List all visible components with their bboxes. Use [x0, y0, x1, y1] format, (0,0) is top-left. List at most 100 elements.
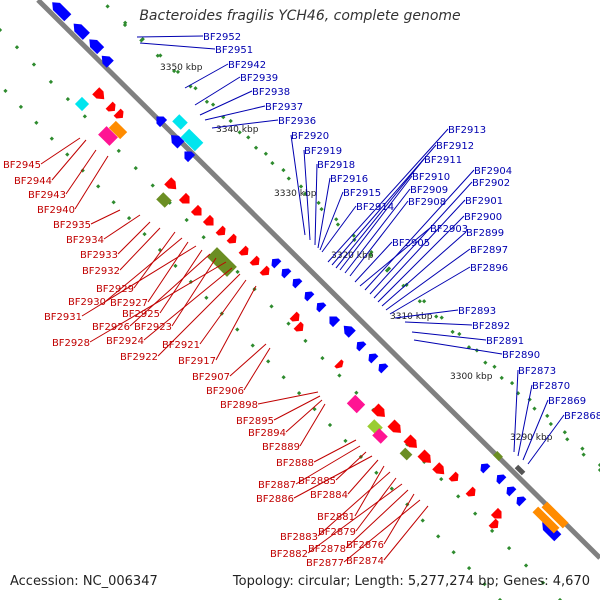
minus-strand-gene — [304, 291, 315, 302]
gc-dot-inner-minus — [450, 329, 455, 335]
gc-dot-outer-minus — [457, 331, 462, 337]
gc-dot-inner-plus — [281, 375, 286, 380]
accession-text: Accession: NC_006347 — [10, 574, 158, 589]
gc-dot-outer-minus — [158, 53, 163, 58]
orange-gene-block — [108, 120, 128, 140]
scale-label: 3310 kbp — [390, 312, 433, 322]
scale-label: 3350 kbp — [160, 63, 203, 73]
gene-leader-line — [347, 459, 379, 495]
minus-gene-label: BF2919 — [304, 146, 342, 157]
gene-leader-line — [321, 205, 357, 253]
gc-dot-outer-minus — [509, 380, 515, 386]
magenta-gene-block — [372, 428, 388, 444]
minus-strand-gene — [271, 258, 282, 269]
genome-backbone — [36, 0, 600, 560]
plus-gene-label: BF2931 — [44, 312, 82, 323]
minus-strand-gene — [368, 353, 379, 364]
plus-gene-label: BF2940 — [37, 205, 75, 216]
gene-leader-line — [243, 347, 271, 391]
minus-strand-gene — [73, 23, 90, 40]
gene-leader-line — [364, 169, 475, 291]
minus-gene-label: BF2896 — [470, 263, 508, 274]
gc-dot-outer-minus — [193, 86, 198, 91]
minus-gene-label: BF2938 — [252, 87, 290, 98]
minus-gene-label: BF2920 — [291, 131, 329, 142]
plus-gene-label: BF2889 — [262, 442, 300, 453]
cyan-gene-block — [74, 96, 90, 112]
plus-gene-label: BF2883 — [280, 532, 318, 543]
gene-leader-line — [204, 105, 266, 121]
scale-label: 3330 kbp — [274, 189, 317, 199]
gene-leader-line — [229, 343, 267, 377]
gene-leader-line — [314, 163, 318, 246]
gc-dot-inner-plus — [34, 120, 39, 125]
minus-strand-gene — [542, 522, 562, 542]
gc-dot-inner-plus — [18, 104, 24, 109]
minus-strand-gene — [343, 325, 356, 338]
gc-dot-inner-plus — [420, 518, 425, 523]
gc-dot-outer-minus — [175, 69, 181, 75]
gene-leader-line — [143, 267, 233, 341]
plus-strand-gene — [178, 192, 190, 204]
minus-gene-label: BF2900 — [464, 212, 502, 223]
minus-gene-label: BF2918 — [317, 160, 355, 171]
gene-features — [52, 2, 569, 542]
gene-leader-line — [413, 339, 503, 355]
gc-dot-outer-plus — [337, 373, 342, 378]
gc-dot-outer-plus — [489, 528, 495, 534]
gene-leader-line — [385, 248, 471, 311]
minus-gene-label: BF2869 — [548, 396, 586, 407]
plus-gene-label: BF2887 — [258, 480, 296, 491]
gc-dot-inner-plus — [3, 88, 8, 94]
gc-dot-inner-plus — [96, 184, 101, 189]
gc-dot-outer-minus — [105, 4, 110, 9]
gene-leader-line — [136, 35, 204, 38]
gene-leader-line — [344, 188, 411, 274]
plus-gene-label: BF2934 — [66, 235, 104, 246]
gc-dot-inner-minus — [401, 283, 406, 288]
plus-strand-gene — [293, 321, 304, 332]
plus-strand-gene — [465, 486, 476, 497]
plus-strand-gene — [259, 265, 270, 276]
gc-dot-inner-plus — [327, 422, 333, 428]
gc-dot-inner-plus — [466, 566, 472, 571]
gc-dot-inner-plus — [266, 359, 271, 364]
plus-gene-label: BF2921 — [162, 340, 200, 351]
plus-gene-label: BF2923 — [134, 322, 172, 333]
plus-strand-gene — [448, 471, 459, 482]
gc-dot-inner-minus — [286, 176, 291, 181]
gc-dot-inner-minus — [319, 207, 324, 212]
plus-gene-label: BF2907 — [192, 372, 230, 383]
gene-leader-line — [411, 331, 487, 341]
minus-strand-gene — [356, 341, 367, 352]
minus-gene-label: BF2916 — [330, 174, 368, 185]
scale-label: 3340 kbp — [216, 125, 259, 135]
plus-strand-gene — [113, 108, 124, 119]
minus-gene-label: BF2912 — [436, 141, 474, 152]
plus-gene-label: BF2881 — [317, 512, 355, 523]
gc-dot-inner-plus — [497, 597, 503, 600]
gene-leader-line — [349, 200, 409, 277]
gene-leader-line — [373, 199, 466, 299]
plus-strand-gene — [105, 101, 116, 112]
minus-gene-label: BF2902 — [472, 178, 510, 189]
plus-gene-label: BF2944 — [14, 176, 52, 187]
gene-leader-line — [81, 245, 197, 317]
map-title: Bacteroides fragilis YCH46, complete gen… — [139, 8, 461, 24]
gc-dot-outer-plus — [150, 183, 155, 188]
gc-dot-inner-minus — [581, 452, 586, 457]
gc-dot-outer-plus — [286, 321, 291, 326]
gc-dot-inner-minus — [483, 360, 488, 365]
gene-leader-line — [199, 90, 253, 116]
minus-gene-label: BF2915 — [343, 188, 381, 199]
gene-leader-line — [184, 63, 229, 89]
gene-leader-line — [199, 279, 247, 345]
plus-gene-label: BF2917 — [178, 356, 216, 367]
gene-leader-line — [295, 445, 361, 485]
plus-strand-gene — [202, 214, 214, 226]
gc-dot-inner-minus — [253, 145, 259, 150]
minus-strand-gene — [378, 363, 389, 374]
gene-leader-line — [257, 391, 319, 405]
plus-gene-label: BF2930 — [68, 297, 106, 308]
